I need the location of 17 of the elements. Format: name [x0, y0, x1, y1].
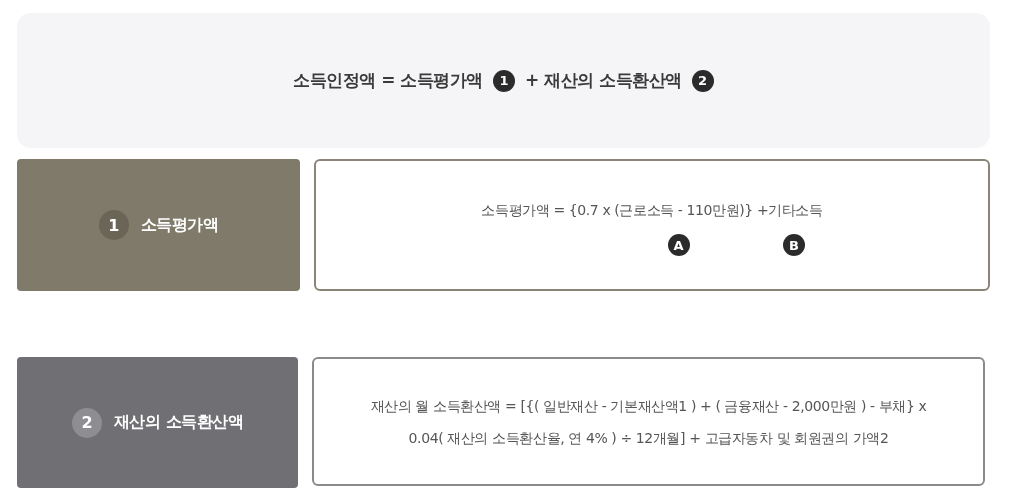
formula-panel — [314, 159, 990, 291]
formula-banner — [17, 13, 990, 148]
category-tile — [17, 159, 300, 291]
number-badge: 1 — [493, 69, 515, 92]
letter-badge: A — [667, 234, 690, 256]
formula-text: + 재산의 소득환산액 — [525, 69, 682, 92]
formula-text: 소득인정액 = 소득평가액 — [293, 69, 483, 92]
number-badge: 2 — [71, 407, 102, 438]
number-badge: 1 — [98, 210, 129, 240]
number-badge: 2 — [691, 69, 714, 92]
formula-text: 재산의 월 소득환산액 = [{( 일반재산 - 기본재산액1 ) + ( 금융재산 - 2,000만원 ) - 부채} x 0.04( 재산의 소득환산율, 연 4% ) ÷ 12개월] + 고급자동차 및 회원권의 가액2 — [369, 396, 928, 448]
letter-badge: B — [782, 234, 805, 256]
category-title: 재산의 소득환산액 — [113, 412, 244, 433]
formula-text: 소득평가액 = {0.7 x (근로소득 - 110만원)} +기타소득 — [481, 201, 823, 220]
category-title: 소득평가액 — [140, 214, 219, 236]
formula-panel — [312, 357, 985, 486]
category-tile — [17, 357, 298, 488]
